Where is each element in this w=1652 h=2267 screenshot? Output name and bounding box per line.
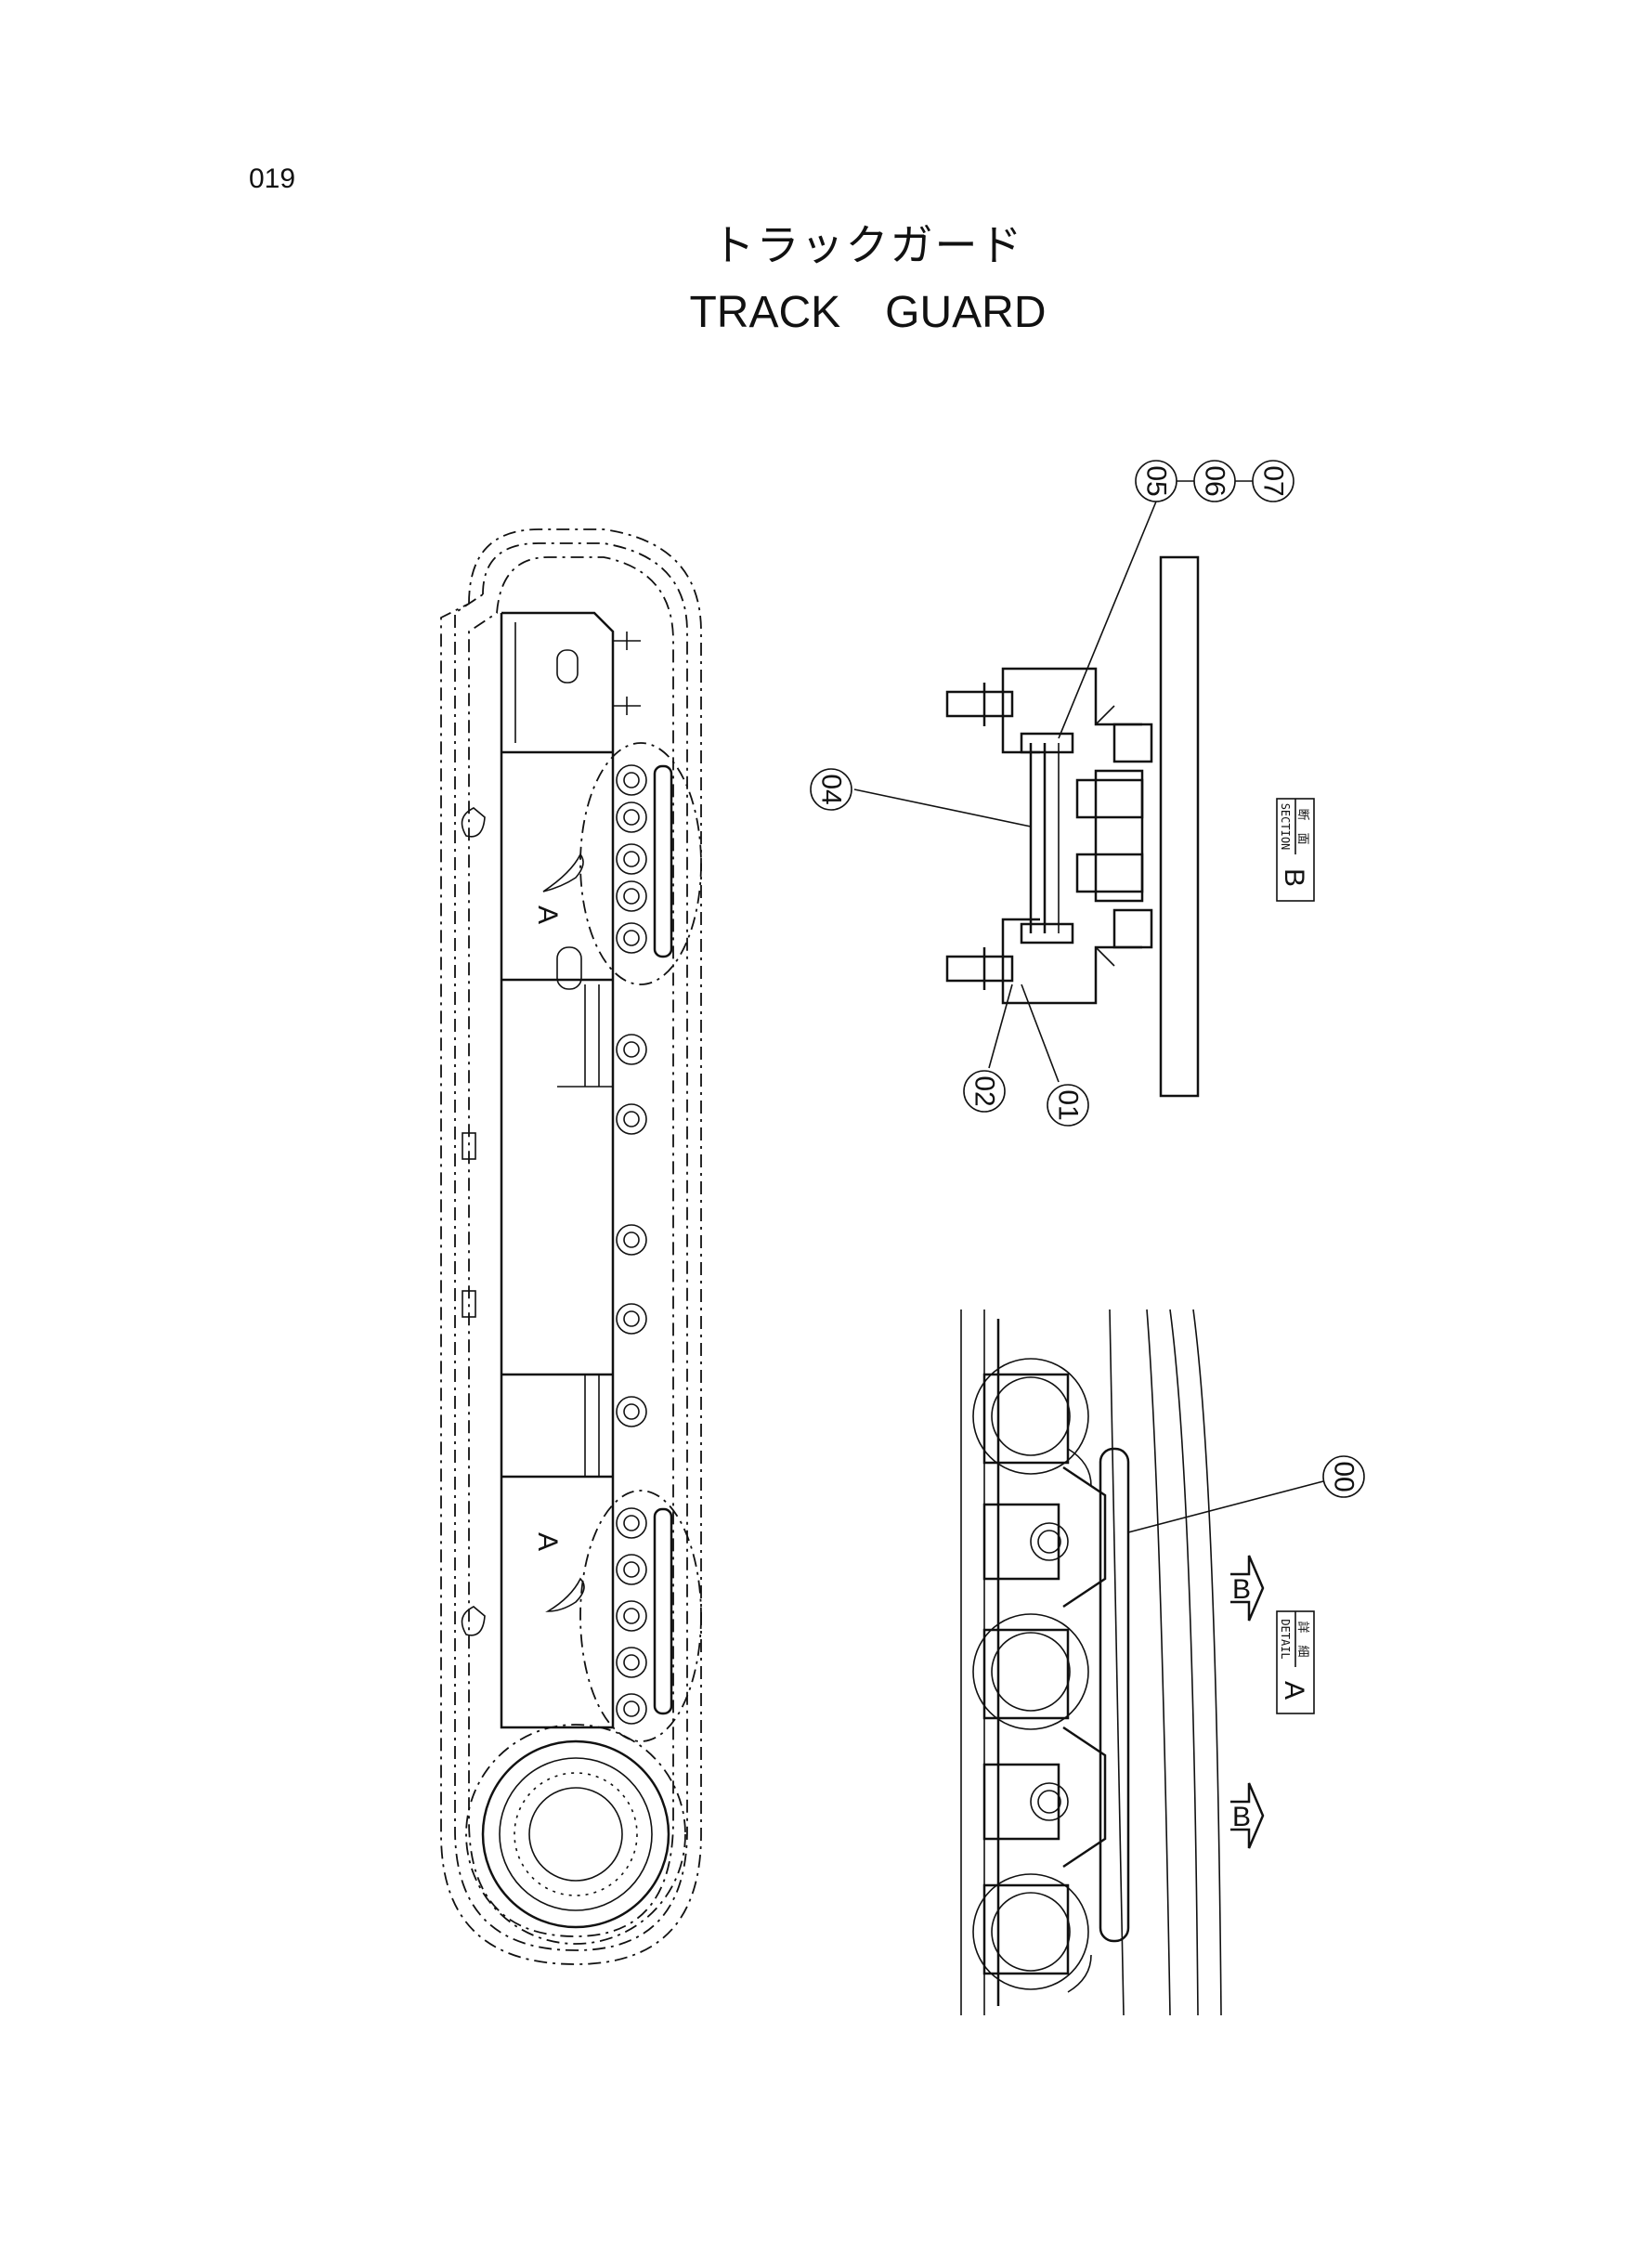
page-number: 019 <box>249 163 296 194</box>
detail-a-view: 00 B B 詳 細 DETAIL A <box>960 1309 1365 2016</box>
view-mark-a-upper: A <box>532 905 563 924</box>
svg-text:02: 02 <box>969 1075 1000 1106</box>
svg-text:A: A <box>1279 1681 1309 1700</box>
callout-04: 04 <box>810 768 852 811</box>
svg-text:B: B <box>1279 868 1309 887</box>
svg-text:05: 05 <box>1141 465 1172 496</box>
callout-07: 07 <box>1252 460 1294 502</box>
svg-text:04: 04 <box>816 774 847 804</box>
sprocket <box>465 1724 686 1945</box>
callout-06: 06 <box>1193 460 1236 502</box>
svg-text:00: 00 <box>1329 1461 1359 1492</box>
svg-text:SECTION: SECTION <box>1279 803 1292 851</box>
view-arrow-b-upper: B <box>1230 1555 1265 1622</box>
track-frame-view: A A <box>440 528 702 1965</box>
svg-text:断 面: 断 面 <box>1295 808 1309 844</box>
view-mark-a-lower: A <box>532 1532 563 1551</box>
callout-05: 05 <box>1135 460 1177 502</box>
svg-text:B: B <box>1232 1802 1251 1832</box>
section-b-label: 断 面 SECTION B <box>1276 798 1315 902</box>
callout-01: 01 <box>1047 1084 1089 1127</box>
title-japanese: トラックガード <box>711 220 1024 270</box>
section-b-view: 04 05 06 07 02 01 断 面 SECTION <box>810 460 1315 1127</box>
svg-text:06: 06 <box>1200 465 1230 496</box>
svg-text:07: 07 <box>1258 465 1289 496</box>
view-arrow-b-lower: B <box>1230 1782 1265 1849</box>
detail-a-label: 詳 細 DETAIL A <box>1276 1610 1315 1714</box>
callout-00: 00 <box>1322 1455 1365 1498</box>
svg-text:B: B <box>1232 1574 1251 1605</box>
svg-text:DETAIL: DETAIL <box>1279 1619 1292 1659</box>
callout-02: 02 <box>963 1070 1006 1113</box>
svg-text:詳 細: 詳 細 <box>1295 1621 1310 1657</box>
title-english: TRACK GUARD <box>689 288 1047 337</box>
svg-text:01: 01 <box>1053 1089 1084 1120</box>
